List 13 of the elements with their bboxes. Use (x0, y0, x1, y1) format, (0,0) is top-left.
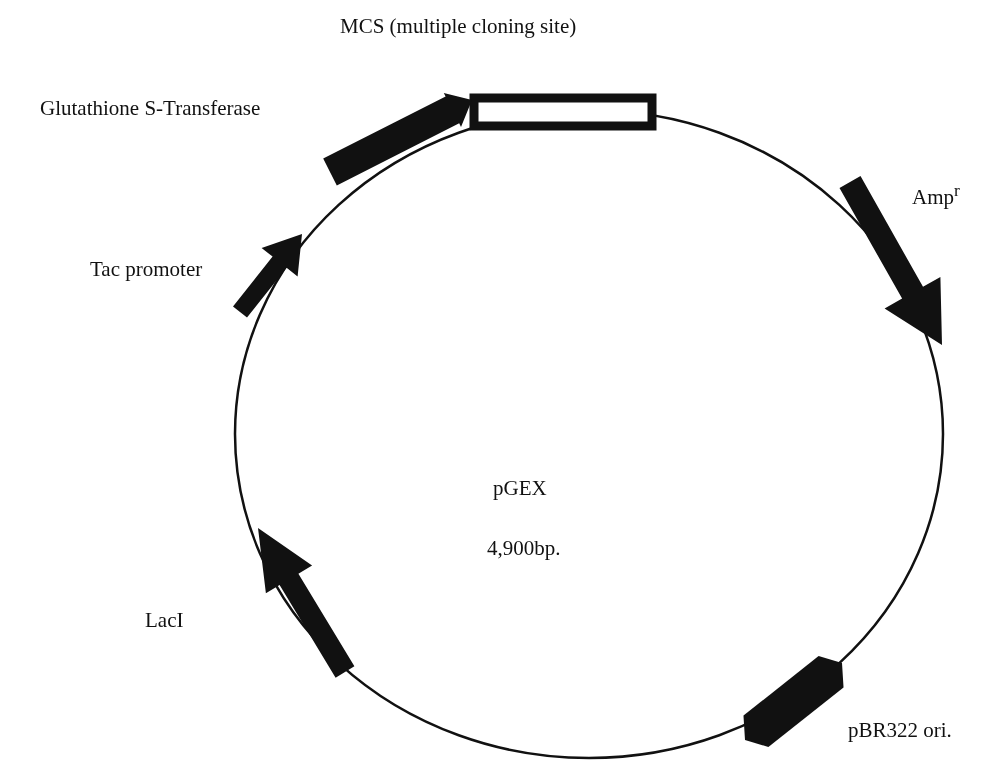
feature-label: pBR322 ori. (848, 718, 952, 743)
plasmid-size: 4,900bp. (487, 536, 561, 561)
plasmid-name: pGEX (493, 476, 547, 501)
origin-block (743, 656, 844, 747)
gene-arrow (258, 528, 355, 678)
feature-label: LacI (145, 608, 184, 633)
gene-arrow (233, 234, 302, 318)
feature-label: Glutathione S-Transferase (40, 96, 261, 121)
gene-arrow (323, 93, 472, 186)
feature-label: MCS (multiple cloning site) (340, 14, 577, 39)
cloning-site-box (469, 93, 657, 131)
feature-label: Amp$^{r}$ (912, 180, 960, 210)
feature-label: Tac promoter (90, 257, 203, 282)
